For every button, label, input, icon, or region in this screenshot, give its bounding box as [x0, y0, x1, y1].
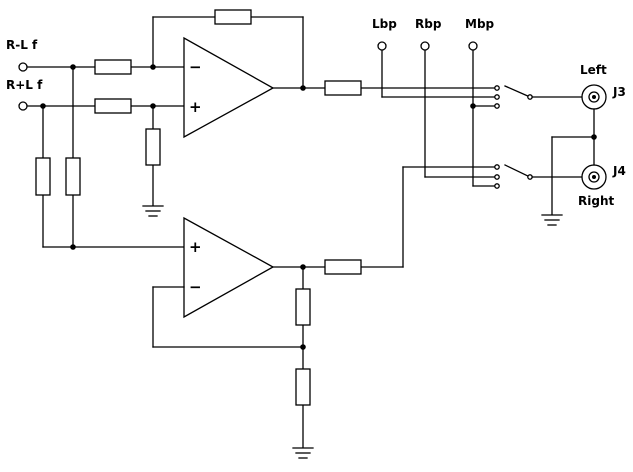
test-point-mbp	[468, 41, 478, 51]
ground-symbol-top	[142, 205, 164, 217]
input-label-rl: R-L f	[6, 38, 38, 52]
resistor-shunt-left	[35, 157, 51, 196]
resistor-top-ground	[145, 128, 161, 166]
ground-symbol-bottom	[292, 447, 314, 459]
resistor-input-rpl	[94, 98, 132, 114]
resistor-input-rl	[94, 59, 132, 75]
resistor-top-output	[324, 80, 362, 96]
selector-switch-right	[494, 164, 583, 189]
shunt-resistor-wires	[42, 66, 185, 248]
ground-symbol-jacks	[541, 214, 563, 226]
test-point-lbp	[377, 41, 387, 51]
top-feedback-loop	[152, 16, 304, 89]
jack-j4-label: J4	[612, 164, 626, 178]
test-point-wires	[381, 49, 497, 187]
input-terminal-rl	[18, 62, 28, 72]
resistor-shunt-right	[65, 157, 81, 196]
jack-j4	[581, 164, 607, 190]
opamp-bottom-inverting-sign: −	[189, 278, 202, 296]
jack-j3-label: J3	[612, 85, 626, 99]
test-point-label-mbp: Mbp	[465, 17, 495, 31]
jack-j4-channel-label: Right	[578, 194, 614, 208]
resistor-bottom-ground	[295, 368, 311, 406]
input-label-rpl: R+L f	[6, 78, 43, 92]
input-wires	[26, 66, 185, 107]
opamp-top	[183, 36, 275, 139]
opamp-top-inverting-sign: −	[189, 58, 202, 76]
input-terminal-rpl	[18, 101, 28, 111]
bottom-feedback-loop	[152, 266, 326, 448]
resistor-bottom-feedback	[295, 288, 311, 326]
bottom-output-wire	[360, 166, 497, 268]
jack-j3	[581, 84, 607, 110]
selector-switch-left	[494, 85, 583, 109]
test-point-label-rbp: Rbp	[415, 17, 442, 31]
opamp-bottom-noninverting-sign: +	[189, 238, 202, 256]
opamp-bottom	[183, 216, 275, 319]
opamp-top-noninverting-sign: +	[189, 98, 202, 116]
jack-j3-channel-label: Left	[580, 63, 607, 77]
resistor-top-feedback	[214, 9, 252, 25]
resistor-bottom-output	[324, 259, 362, 275]
junction-dots	[40, 64, 597, 350]
test-point-label-lbp: Lbp	[372, 17, 397, 31]
test-point-rbp	[420, 41, 430, 51]
